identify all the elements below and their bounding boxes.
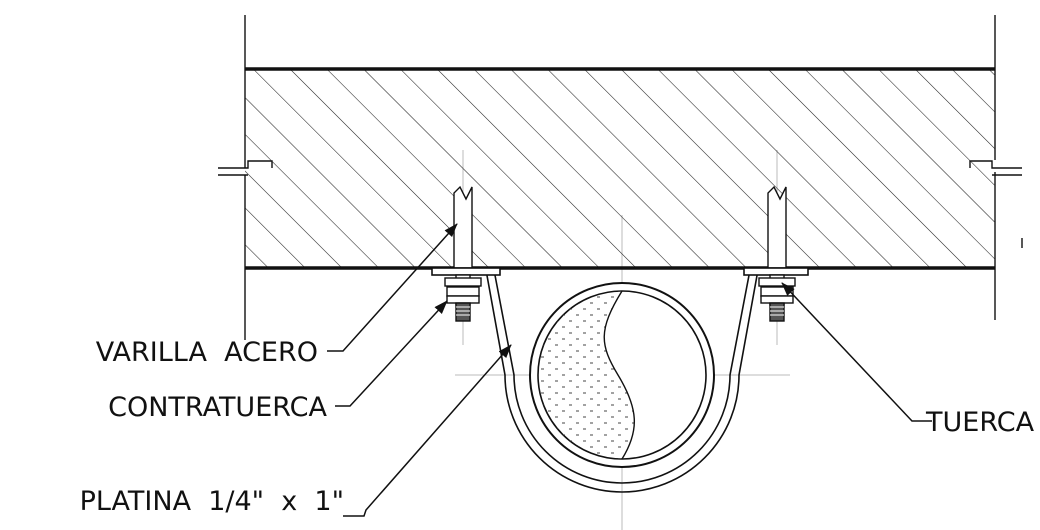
left-rod-assembly: [444, 274, 482, 322]
leader-platina: [343, 344, 512, 517]
label-contratuerca: CONTRATUERCA: [108, 392, 327, 423]
concrete-slab: [245, 67, 995, 270]
label-varilla-acero: VARILLA ACERO: [96, 337, 318, 368]
leader-varilla: [327, 223, 458, 352]
pipe: [529, 282, 715, 468]
platina-strap: [431, 267, 809, 493]
label-tuerca: TUERCA: [925, 407, 1035, 438]
leader-tuerca: [781, 282, 932, 422]
leader-contratuerca: [335, 300, 448, 407]
label-platina: PLATINA 1/4" x 1": [80, 486, 344, 517]
leader-lines: [327, 223, 932, 517]
right-rod-assembly: [758, 274, 796, 322]
